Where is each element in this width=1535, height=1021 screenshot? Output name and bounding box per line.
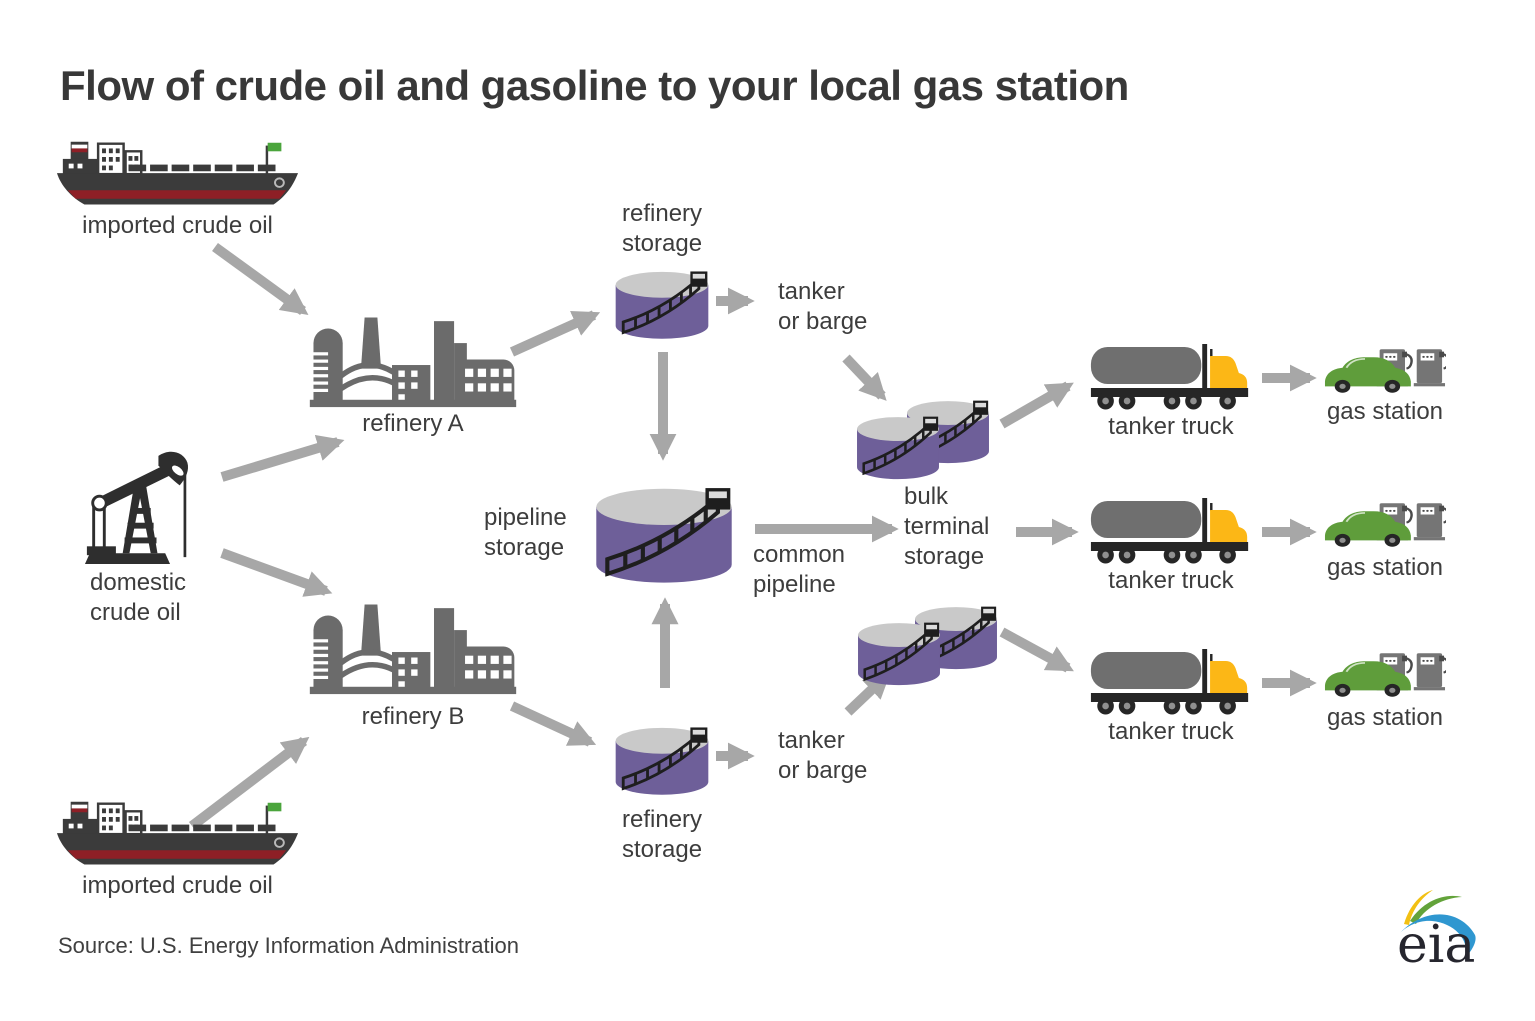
tanker-truck-1-label: tanker truck (1108, 413, 1234, 440)
storage-tank-icon (610, 260, 714, 344)
tanker-truck-3-label: tanker truck (1108, 718, 1234, 745)
pipeline-storage-tank-icon (588, 472, 740, 590)
refinery-a-icon (308, 312, 518, 408)
refinery-b-icon (308, 599, 518, 695)
gas-station-2-label: gas station (1326, 554, 1444, 581)
eia-logo (1374, 886, 1486, 970)
gas-station-3-label: gas station (1326, 704, 1444, 731)
source-note: Source: U.S. Energy Information Administ… (58, 933, 519, 958)
common-pipeline-label: common pipeline (753, 541, 846, 598)
tanker-or-barge-bottom-label: tanker or barge (778, 727, 868, 784)
tanker-ship-icon (55, 798, 300, 874)
tanker-truck-icon (1088, 344, 1254, 410)
arrow-domestic-to-refinery-a (220, 434, 345, 482)
refinery-storage-bottom-label: refinery storage (622, 806, 703, 863)
storage-tank-icon (610, 716, 714, 800)
gas-station-1-label: gas station (1326, 398, 1444, 425)
domestic-crude-oil-label: domestic crude oil (90, 569, 187, 626)
arrow-refinery-a-to-refinery-storage (509, 310, 601, 357)
arrow-bulk-tanks-to-truck-3 (999, 627, 1074, 673)
storage-tank-icon (853, 612, 945, 690)
imported-crude-oil-bottom-label: imported crude oil (82, 872, 273, 899)
arrow-domestic-to-refinery-b (220, 548, 333, 597)
refinery-storage-top-label: refinery storage (622, 200, 703, 257)
arrow-refinery-b-to-refinery-storage (509, 701, 597, 747)
gas-station-icon (1324, 650, 1446, 700)
arrow-imported-top-to-refinery-a (212, 242, 309, 316)
tanker-or-barge-top-label: tanker or barge (778, 278, 868, 335)
gas-station-icon (1324, 500, 1446, 550)
tanker-truck-icon (1088, 498, 1254, 564)
tanker-truck-2-label: tanker truck (1108, 567, 1234, 594)
tanker-ship-icon (55, 138, 300, 214)
storage-tank-icon (852, 406, 944, 484)
page-title: Flow of crude oil and gasoline to your l… (60, 62, 1129, 109)
bulk-terminal-storage-label: bulk terminal storage (904, 483, 990, 570)
tanker-truck-icon (1088, 649, 1254, 715)
refinery-a-label: refinery A (362, 410, 464, 437)
imported-crude-oil-top-label: imported crude oil (82, 212, 273, 239)
gas-station-icon (1324, 346, 1446, 396)
oil-pumpjack-icon (84, 447, 200, 565)
pipeline-storage-label: pipeline storage (484, 504, 567, 561)
arrow-tanker-top-to-bulk-tanks (842, 354, 887, 401)
refinery-b-label: refinery B (361, 703, 465, 730)
arrow-bulk-tanks-to-truck-1 (999, 381, 1074, 429)
